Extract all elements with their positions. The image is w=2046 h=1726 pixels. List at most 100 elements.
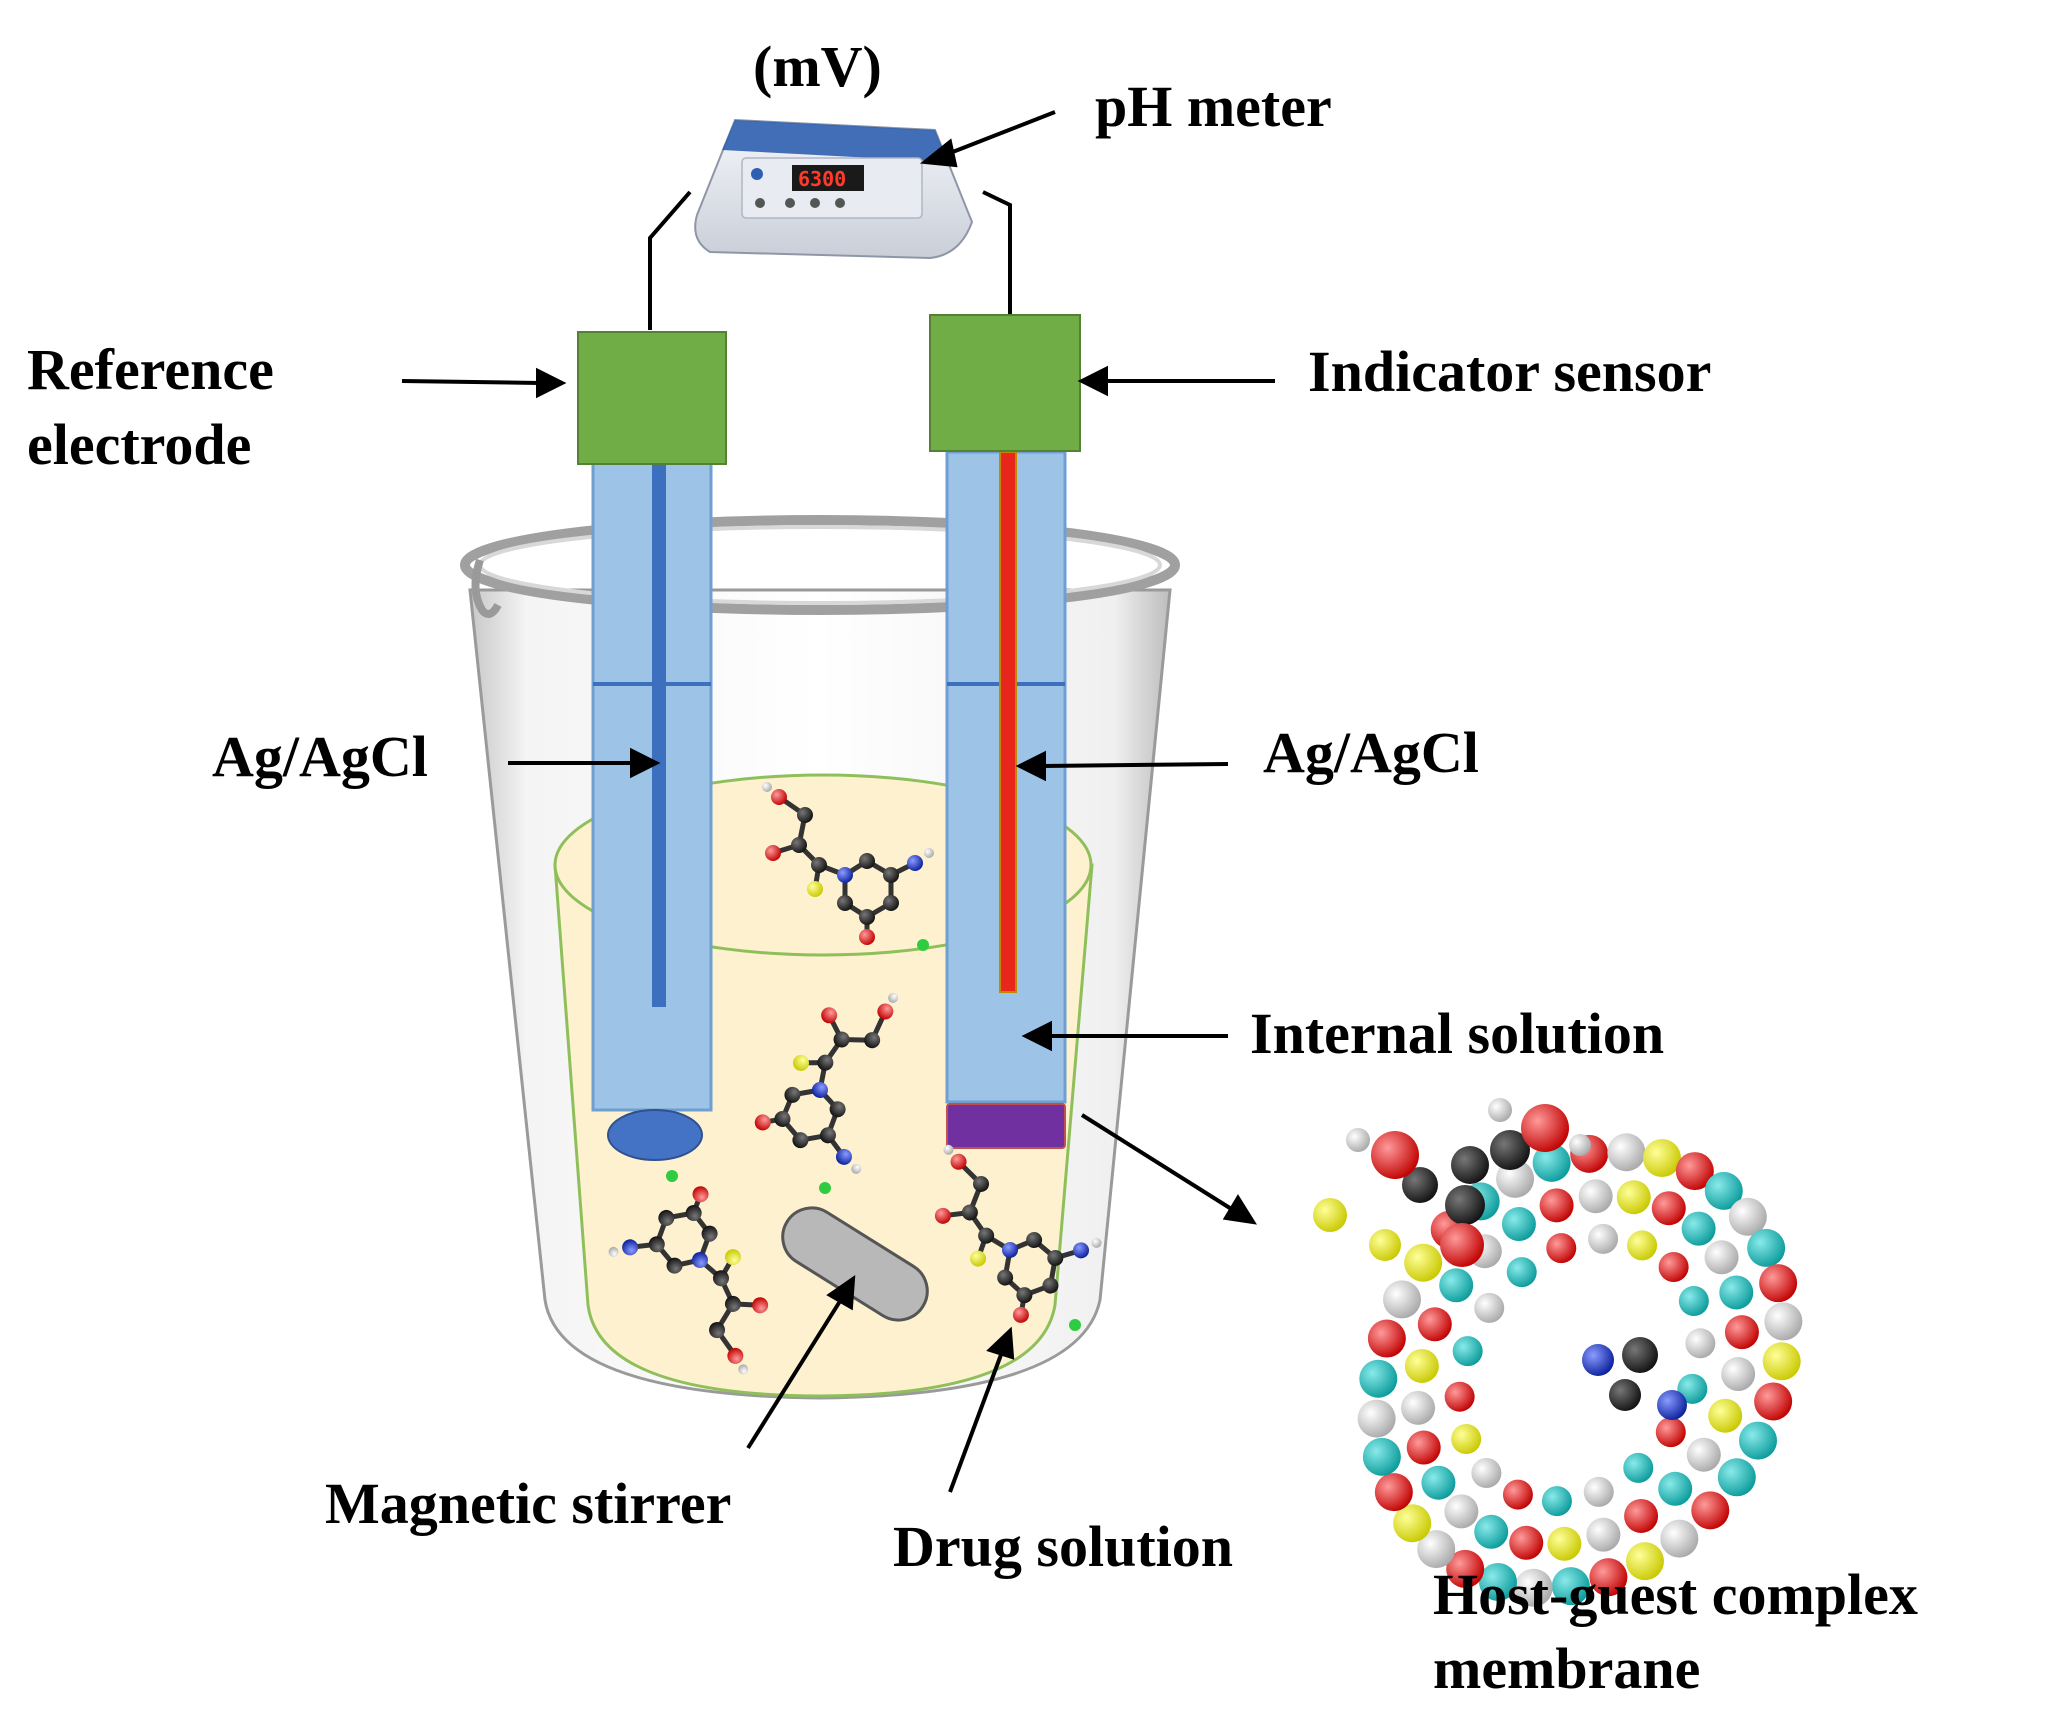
complex-atom: [1514, 1568, 1553, 1607]
complex-atom: [1417, 1530, 1456, 1569]
complex-atom: [1382, 1280, 1421, 1319]
complex-atom: [1445, 1185, 1485, 1225]
ag-agcl-left-label: Ag/AgCl: [212, 724, 428, 789]
complex-atom: [1362, 1437, 1401, 1476]
complex-atom: [1657, 1390, 1687, 1420]
complex-atom: [1681, 1211, 1716, 1246]
complex-atom: [1488, 1098, 1512, 1122]
complex-atom: [1541, 1486, 1572, 1517]
complex-atom: [1474, 1514, 1509, 1549]
ions: [666, 939, 1081, 1331]
complex-atom: [1440, 1223, 1484, 1267]
complex-atom: [1346, 1128, 1370, 1152]
complex-atom: [1404, 1348, 1439, 1383]
complex-atom: [1651, 1191, 1686, 1226]
complex-atom: [1721, 1357, 1756, 1392]
complex-atom: [1624, 1498, 1659, 1533]
complex-atom: [1546, 1233, 1577, 1264]
complex-atom: [1357, 1399, 1396, 1438]
complex-atom: [1578, 1179, 1613, 1214]
complex-atom: [1583, 1476, 1614, 1507]
complex-atom: [1406, 1430, 1441, 1465]
meter-display-readout: 6300: [798, 167, 846, 191]
host-guest-membrane-label-line2: membrane: [1433, 1636, 1701, 1701]
complex-atom: [1719, 1275, 1754, 1310]
complex-atom: [1739, 1421, 1778, 1460]
complex-atom: [1509, 1525, 1544, 1560]
complex-atom: [1609, 1379, 1641, 1411]
complex-atom: [1393, 1504, 1432, 1543]
host-guest-membrane-label-line1: Host-guest complex: [1433, 1562, 1918, 1627]
complex-atom: [1551, 1567, 1590, 1606]
complex-atom: [1582, 1344, 1614, 1376]
meter-wires: [648, 190, 1012, 335]
complex-atom: [1586, 1517, 1621, 1552]
complex-atom: [1471, 1458, 1502, 1489]
complex-atom: [1446, 1549, 1485, 1588]
drug-solution-label: Drug solution: [893, 1514, 1234, 1579]
complex-atom: [1623, 1452, 1654, 1483]
complex-atom: [1747, 1228, 1786, 1267]
internal-solution-label: Internal solution: [1250, 1001, 1665, 1066]
complex-atom: [1754, 1382, 1793, 1421]
host-guest-complex-model: [1313, 1098, 1803, 1607]
complex-atom: [1655, 1417, 1686, 1448]
complex-atom: [1686, 1437, 1721, 1472]
complex-atom: [1369, 1229, 1401, 1261]
complex-atom: [1444, 1494, 1479, 1529]
complex-atom: [1759, 1264, 1798, 1303]
complex-atom: [1404, 1243, 1443, 1282]
complex-atom: [1677, 1373, 1708, 1404]
mv-unit-label: (mV): [753, 34, 882, 99]
reference-electrode: [577, 331, 727, 1161]
complex-atom: [1367, 1319, 1406, 1358]
complex-atom: [1691, 1491, 1730, 1530]
complex-atom: [1359, 1359, 1398, 1398]
complex-atom: [1402, 1167, 1438, 1203]
complex-atom: [1490, 1130, 1530, 1170]
complex-atom: [1762, 1342, 1801, 1381]
complex-atom: [1728, 1197, 1767, 1236]
complex-atom: [1451, 1424, 1482, 1455]
complex-atom: [1704, 1240, 1739, 1275]
complex-atom: [1417, 1307, 1452, 1342]
complex-atom: [1451, 1146, 1489, 1184]
complex-atom: [1474, 1292, 1505, 1323]
complex-atom: [1658, 1251, 1689, 1282]
complex-atom: [1708, 1398, 1743, 1433]
complex-atom: [1724, 1315, 1759, 1350]
complex-atom: [1506, 1257, 1537, 1288]
complex-atom: [1588, 1223, 1619, 1254]
complex-atom: [1589, 1558, 1628, 1597]
label-arrows: [401, 110, 1275, 1493]
ph-meter-label: pH meter: [1095, 74, 1332, 139]
complex-atom: [1678, 1285, 1709, 1316]
complex-atom: [1421, 1465, 1456, 1500]
indicator-sensor-label: Indicator sensor: [1308, 339, 1712, 404]
complex-atom: [1642, 1139, 1681, 1178]
complex-atom: [1607, 1133, 1646, 1172]
complex-atom: [1539, 1188, 1574, 1223]
complex-atom: [1313, 1198, 1347, 1232]
complex-atom: [1374, 1473, 1413, 1512]
magnetic-stirrer-label: Magnetic stirrer: [325, 1471, 732, 1536]
complex-atom: [1569, 1134, 1591, 1156]
complex-atom: [1401, 1390, 1436, 1425]
ph-meter-device: 6300: [694, 118, 974, 260]
complex-atom: [1532, 1143, 1571, 1182]
complex-atom: [1502, 1479, 1533, 1510]
ag-agcl-right-label: Ag/AgCl: [1263, 720, 1479, 785]
complex-atom: [1439, 1268, 1474, 1303]
complex-atom: [1764, 1302, 1803, 1341]
complex-atom: [1660, 1519, 1699, 1558]
complex-atom: [1685, 1328, 1716, 1359]
complex-atom: [1444, 1381, 1475, 1412]
complex-atom: [1622, 1337, 1658, 1373]
complex-atom: [1547, 1526, 1582, 1561]
complex-atom: [1704, 1171, 1743, 1210]
complex-atom: [1616, 1180, 1651, 1215]
reference-electrode-label-line2: electrode: [27, 412, 252, 477]
complex-atom: [1501, 1207, 1536, 1242]
